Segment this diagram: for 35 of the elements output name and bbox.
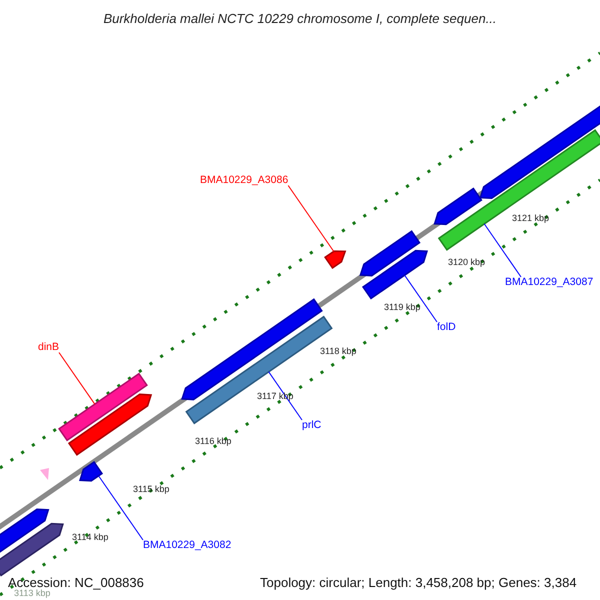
scale-label: 3113 kbp xyxy=(14,589,50,598)
scale-label: 3121 kbp xyxy=(512,214,550,223)
genome-summary: Topology: circular; Length: 3,458,208 bp; Genes: 3,384 xyxy=(260,576,577,589)
gene-bar xyxy=(362,250,428,300)
gene-bar xyxy=(438,129,600,251)
leader-line xyxy=(98,475,144,540)
gene-bar xyxy=(79,460,104,482)
gene-label: prlC xyxy=(302,420,322,430)
gene-bar xyxy=(479,106,600,200)
gene-label: BMA10229_A3087 xyxy=(505,277,594,288)
scale-label: 3118 kbp xyxy=(320,347,356,356)
leader-line xyxy=(288,185,334,252)
gene-bar xyxy=(58,372,148,442)
gene-marker xyxy=(40,468,49,480)
title: Burkholderia mallei NCTC 10229 chromosome I, complete sequen... xyxy=(102,12,498,25)
leader-line xyxy=(58,352,96,405)
gene-bar xyxy=(359,230,421,276)
scale-label: 3116 kbp xyxy=(195,437,232,446)
gene-label: BMA10229_A3086 xyxy=(200,175,288,186)
leader-line xyxy=(484,223,522,278)
gene-bar xyxy=(324,250,346,270)
leader-line xyxy=(268,371,302,420)
gene-bar xyxy=(0,522,64,577)
scale-label: 3114 kbp xyxy=(72,533,108,542)
leader-line xyxy=(404,274,438,322)
scale-label: 3119 kbp xyxy=(384,303,420,312)
gene-bar xyxy=(434,187,482,226)
gene-bar xyxy=(0,508,50,554)
gene-label: BMA10229_A3082 xyxy=(143,540,232,550)
scale-label: 3120 kbp xyxy=(448,258,486,267)
gene-label: dinB xyxy=(38,342,60,352)
gene-label: folD xyxy=(437,322,456,332)
scale-label: 3115 kbp xyxy=(133,485,170,494)
accession-text: Accession: NC_008836 xyxy=(8,576,144,589)
gene-bar xyxy=(68,394,152,456)
